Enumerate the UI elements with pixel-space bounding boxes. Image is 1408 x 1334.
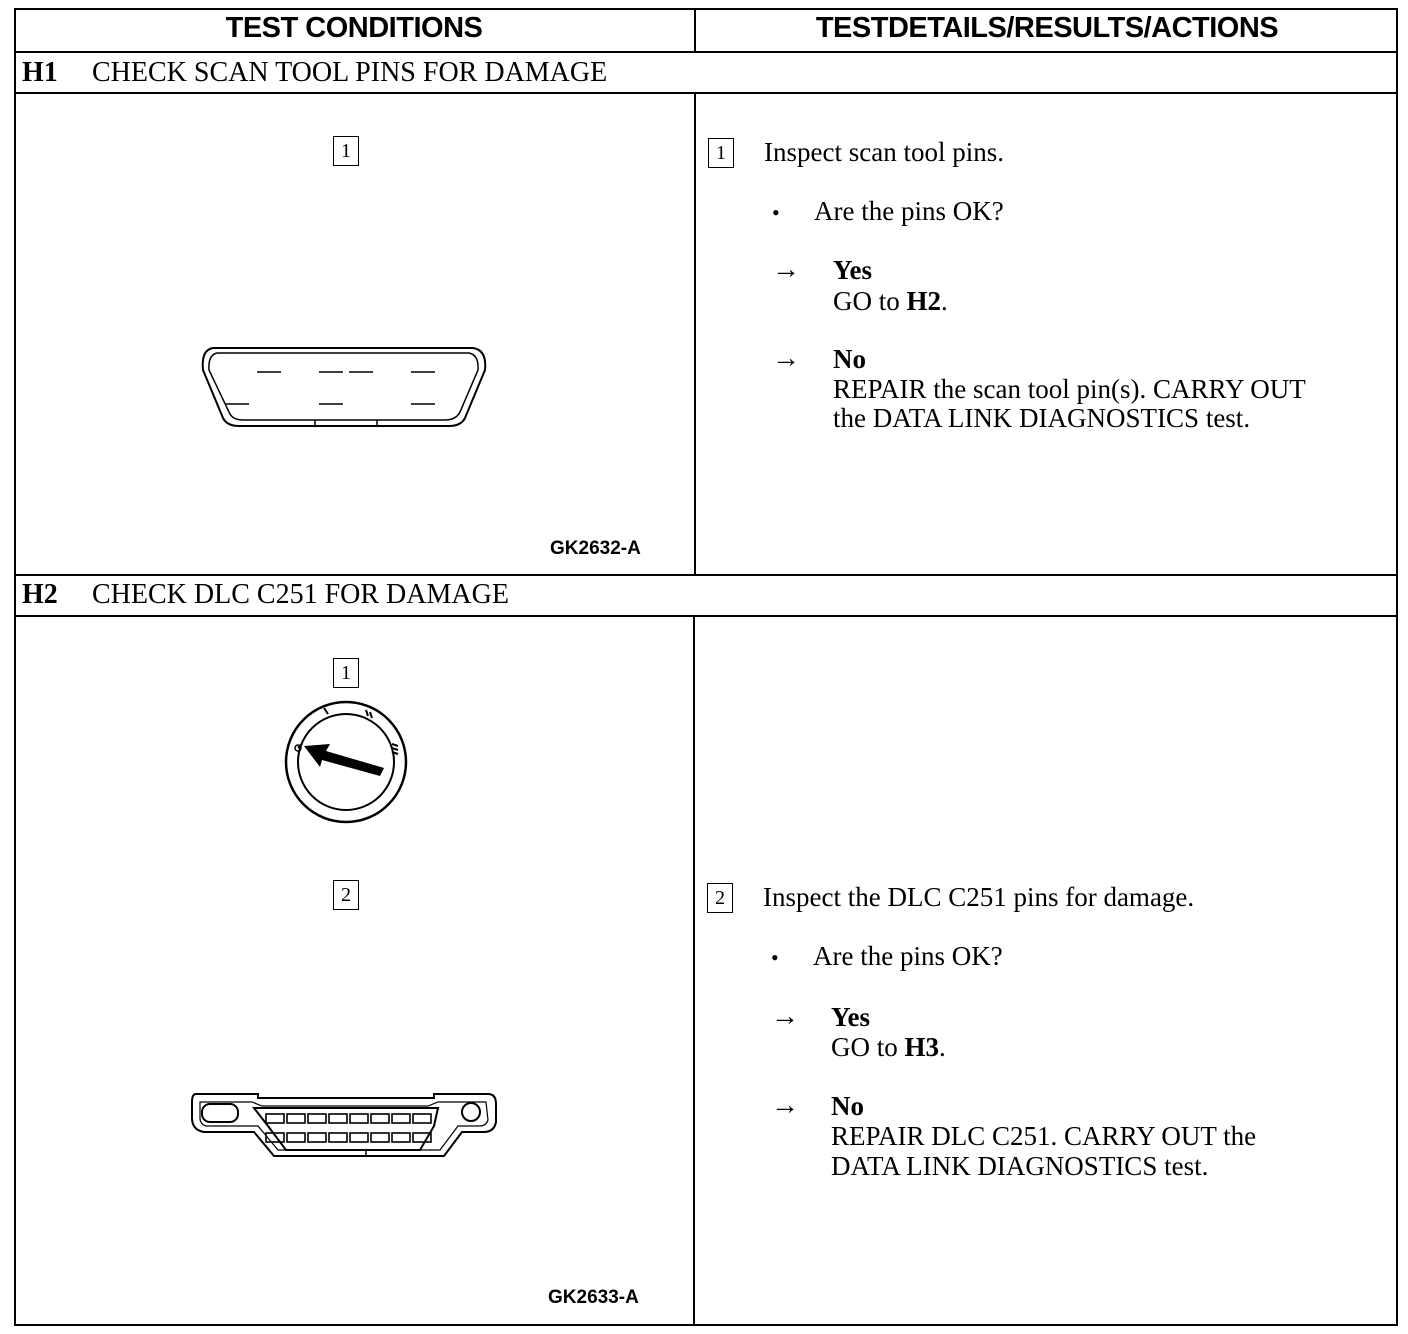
h2-top-divider [14,574,1398,576]
col-divider-header [694,8,696,52]
h1-step-number-box: 1 [708,138,734,168]
h1-step-id: H1 [22,57,58,88]
col-divider-h2 [693,615,695,1326]
h2-step-number-box: 2 [707,883,733,913]
h1-title-divider [14,92,1398,94]
h2-figure-step2-box: 2 [333,880,359,910]
h1-step-instruction: Inspect scan tool pins. [764,137,1004,167]
h1-question: Are the pins OK? [814,196,1004,226]
h2-question-bullet: • [771,945,779,970]
h1-figure-code: GK2632-A [550,538,641,559]
h2-no-label: No [831,1091,864,1121]
h2-figure-step1-box: 1 [333,658,359,688]
scan-tool-connector-illustration [201,347,487,427]
h1-no-arrow: → [772,343,800,374]
h2-no-arrow: → [771,1090,799,1121]
h1-figure-step-box: 1 [333,136,359,166]
h1-yes-action: GO to H2. [833,286,948,316]
h2-yes-label: Yes [831,1002,870,1032]
h1-yes-label: Yes [833,255,872,285]
column-header-test-details: TESTDETAILS/RESULTS/ACTIONS [815,12,1279,44]
h2-question: Are the pins OK? [813,941,1003,971]
h2-step-instruction: Inspect the DLC C251 pins for damage. [763,882,1195,912]
col-divider-h1 [694,92,696,575]
h1-no-action-line1: REPAIR the scan tool pin(s). CARRY OUT [833,374,1306,404]
h1-yes-arrow: → [772,254,800,285]
h2-yes-target: H3 [904,1032,940,1062]
h1-section-header: H1 CHECK SCAN TOOL PINS FOR DAMAGE [22,57,607,89]
h2-no-action-line2: DATA LINK DIAGNOSTICS test. [831,1151,1209,1181]
column-header-test-conditions: TEST CONDITIONS [225,12,483,44]
h1-question-bullet: • [772,200,780,225]
ignition-switch-illustration [284,700,408,824]
h2-no-action-line1: REPAIR DLC C251. CARRY OUT the [831,1121,1257,1151]
procedure-table [14,8,1398,1326]
header-divider [14,51,1398,53]
h2-yes-arrow: → [771,1001,799,1032]
h1-no-action-line2: the DATA LINK DIAGNOSTICS test. [833,403,1251,433]
h2-step-id: H2 [22,579,58,610]
h1-step-title: CHECK SCAN TOOL PINS FOR DAMAGE [92,57,608,88]
h2-title-divider [14,615,1398,617]
h2-figure-code: GK2633-A [548,1287,639,1308]
h1-yes-target: H2 [906,286,942,316]
dlc-connector-illustration [191,1093,497,1157]
h2-section-header: H2 CHECK DLC C251 FOR DAMAGE [22,579,509,611]
h2-yes-action: GO to H3. [831,1032,946,1062]
h2-step-title: CHECK DLC C251 FOR DAMAGE [92,579,509,610]
h1-no-label: No [833,344,866,374]
